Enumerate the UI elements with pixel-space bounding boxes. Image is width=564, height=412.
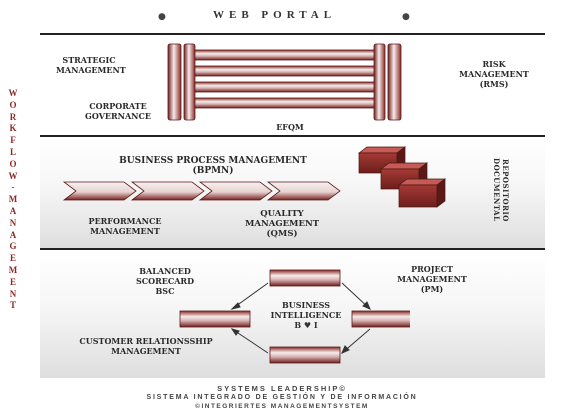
vertical-letter: M: [8, 264, 18, 275]
cycle-bar-bottom: [269, 346, 341, 364]
document-repository-stack: [357, 146, 447, 208]
vertical-letter: O: [9, 158, 17, 169]
vertical-letter: E: [9, 253, 16, 264]
chevron-4: [266, 181, 341, 201]
efqm-post-1: [167, 43, 182, 121]
middle-rule: [40, 135, 545, 137]
efqm-post-2: [183, 43, 196, 121]
bpm-label: BUSINESS PROCESS MANAGEMENT(BPMN): [119, 156, 307, 176]
vertical-letter: W: [8, 170, 18, 181]
chevron-1: [62, 181, 137, 201]
cycle-bar-left: [179, 310, 251, 328]
header-dot-left: ●: [158, 12, 166, 22]
bottom-rule: [40, 248, 545, 250]
business-intelligence-cycle: [179, 269, 410, 364]
footer-line-3: ©INTEGRIERTES MANAGEMENTSYSTEM: [195, 403, 369, 410]
efqm-bar-3: [194, 81, 375, 93]
header-dot-right: ●: [402, 12, 410, 22]
footer-line-1: SYSTEMS LEADERSHIP©: [217, 384, 347, 393]
vertical-letter: N: [9, 217, 17, 228]
corporate-governance-label: CORPORATE GOVERNANCE: [85, 101, 151, 121]
performance-management-label: PERFORMANCE MANAGEMENT: [88, 216, 162, 236]
vertical-letter: A: [9, 205, 17, 216]
footer-line-2: SISTEMA INTEGRADO DE GESTIÓN Y DE INFORM…: [146, 394, 418, 401]
strategic-management-label: STRATEGIC MANAGEMENT: [56, 55, 126, 75]
cycle-bar-top: [269, 269, 341, 287]
vertical-letter: R: [9, 111, 17, 122]
efqm-frame-graphic: [167, 43, 402, 121]
bpmn-chevron-chain: [62, 181, 341, 201]
vertical-letter: M: [8, 194, 18, 205]
vertical-letter: W: [8, 88, 18, 98]
efqm-bar-4: [194, 97, 375, 109]
vertical-letter: A: [9, 229, 17, 240]
vertical-letter: G: [9, 241, 17, 252]
chevron-3: [198, 181, 273, 201]
vertical-letter: N: [9, 288, 17, 299]
page-title: WEB PORTAL: [213, 9, 337, 21]
efqm-post-4: [387, 43, 402, 121]
vertical-letter: E: [9, 276, 16, 287]
vertical-letter: F: [10, 135, 16, 146]
vertical-letter: T: [9, 300, 16, 311]
chevron-2: [130, 181, 205, 201]
top-rule: [40, 33, 545, 35]
cycle-bar-right: [351, 310, 410, 328]
efqm-label: EFQM: [276, 122, 304, 132]
vertical-letter: K: [9, 123, 17, 134]
repository-box-3: [397, 178, 447, 208]
efqm-bar-1: [194, 49, 375, 61]
vertical-letter: L: [9, 146, 16, 157]
efqm-bar-2: [194, 65, 375, 77]
efqm-post-3: [373, 43, 386, 121]
vertical-letter: -: [11, 182, 15, 193]
vertical-letter: O: [9, 99, 17, 110]
